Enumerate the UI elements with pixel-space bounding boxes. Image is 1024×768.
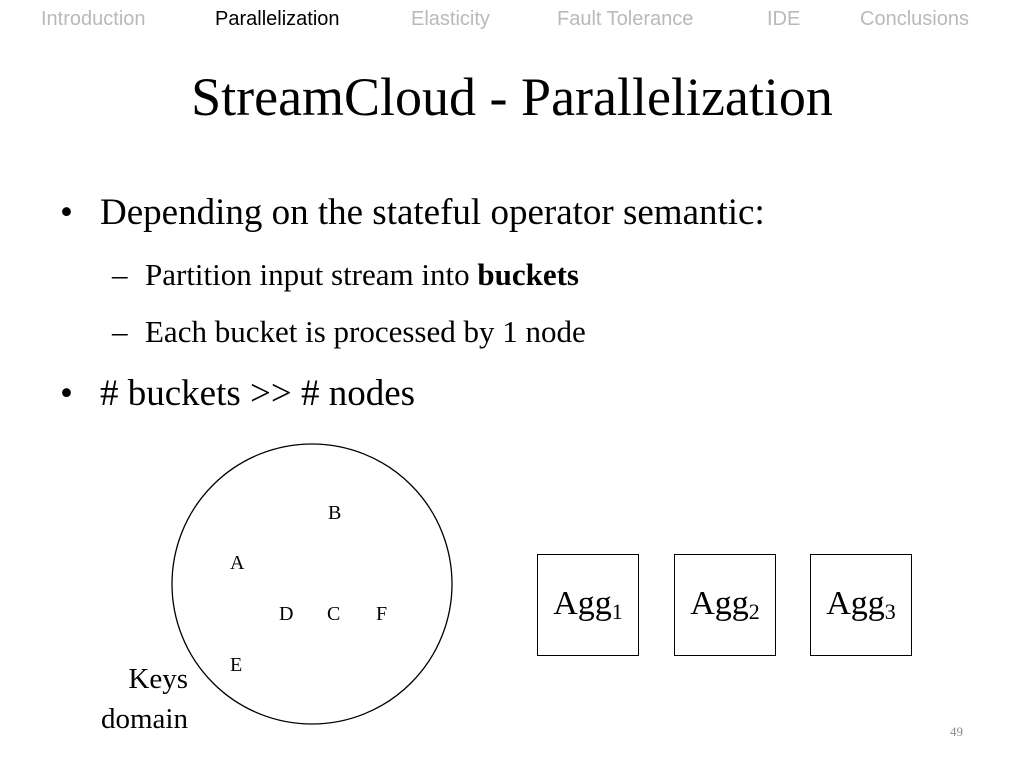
sub-bullet-item: –Each bucket is processed by 1 node bbox=[112, 313, 586, 351]
page-number: 49 bbox=[950, 724, 963, 739]
nav-item-ide[interactable]: IDE bbox=[767, 8, 801, 30]
key-letter: E bbox=[230, 654, 243, 676]
agg-label: Agg bbox=[690, 585, 749, 622]
nav-item-elasticity[interactable]: Elasticity bbox=[411, 8, 490, 30]
dash-glyph: – bbox=[112, 314, 128, 349]
sub-bullet-item: –Partition input stream into buckets bbox=[112, 256, 579, 294]
sub-bullet-bold-text: buckets bbox=[477, 257, 579, 292]
bullet-text: Depending on the stateful operator seman… bbox=[100, 192, 765, 233]
keys-label-line: Keys bbox=[128, 663, 188, 695]
keys-domain-label: Keys domain bbox=[101, 659, 188, 739]
keys-label-line: domain bbox=[101, 703, 188, 735]
agg-label: Agg bbox=[826, 585, 885, 622]
agg-subscript: 2 bbox=[748, 599, 760, 624]
bullet-text: # buckets >> # nodes bbox=[100, 373, 416, 414]
agg-label: Agg bbox=[553, 585, 612, 622]
bullet-glyph: • bbox=[60, 192, 73, 233]
bullet-item: • # buckets >> # nodes bbox=[60, 371, 415, 417]
section-nav: Introduction Parallelization Elasticity … bbox=[0, 8, 1024, 34]
key-letter: F bbox=[376, 603, 388, 625]
bullet-item: • Depending on the stateful operator sema… bbox=[60, 190, 765, 236]
nav-item-fault-tolerance[interactable]: Fault Tolerance bbox=[557, 8, 694, 30]
agg-subscript: 3 bbox=[884, 599, 896, 624]
keys-domain-circle bbox=[171, 443, 453, 725]
aggregate-node-box: Agg3 bbox=[810, 554, 912, 656]
slide-title: StreamCloud - Parallelization bbox=[191, 67, 833, 127]
sub-bullet-text: Partition input stream into bbox=[145, 257, 478, 292]
agg-subscript: 1 bbox=[611, 599, 623, 624]
key-letter: D bbox=[279, 603, 294, 625]
bullet-glyph: • bbox=[60, 373, 73, 414]
nav-item-introduction[interactable]: Introduction bbox=[41, 8, 146, 30]
aggregate-node-box: Agg2 bbox=[674, 554, 776, 656]
dash-glyph: – bbox=[112, 257, 128, 292]
key-letter: C bbox=[327, 603, 341, 625]
aggregate-node-box: Agg1 bbox=[537, 554, 639, 656]
sub-bullet-text: Each bucket is processed by 1 node bbox=[145, 314, 586, 349]
key-letter: B bbox=[328, 502, 342, 524]
key-letter: A bbox=[230, 552, 245, 574]
nav-item-parallelization[interactable]: Parallelization bbox=[215, 8, 340, 30]
nav-item-conclusions[interactable]: Conclusions bbox=[860, 8, 969, 30]
